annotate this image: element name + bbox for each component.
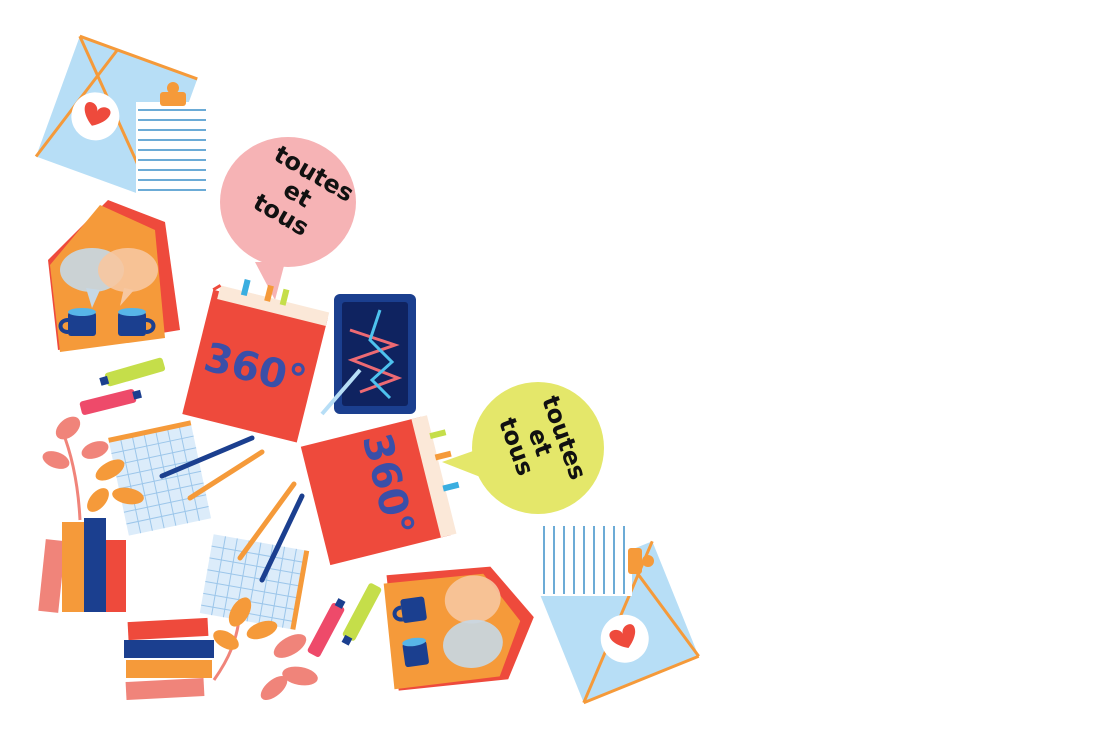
marker-icon [79, 389, 142, 415]
tablet-icon [320, 294, 416, 416]
pencil-icon [237, 481, 297, 561]
marker-icon [341, 583, 382, 646]
marker-icon [307, 598, 346, 657]
mug-icon [118, 308, 156, 336]
book-stack-icon [38, 518, 126, 613]
pencil-icon [259, 493, 305, 583]
plant-icon [212, 597, 318, 700]
pencil-icon [187, 449, 265, 501]
mug-icon [58, 308, 96, 336]
clipboard-icon [136, 82, 208, 200]
book-stack-icon [124, 617, 214, 701]
marker-icon [99, 357, 166, 387]
clipboard-icon [536, 524, 654, 596]
mug-icon [402, 637, 429, 668]
mug-icon [392, 596, 427, 623]
heart-icon [600, 614, 649, 663]
book-icon-top: 360° [182, 279, 330, 443]
heart-icon [71, 92, 120, 141]
house-icon-left [48, 200, 180, 352]
grid-notebook-icon [108, 420, 212, 536]
house-icon-right [383, 566, 534, 691]
book-icon-middle: 360° [300, 415, 460, 566]
plant-icon [42, 416, 144, 521]
speech-bubble-icon: toutes et tous [442, 382, 604, 514]
speech-bubble-icon: toutes et tous [220, 137, 359, 300]
grid-notebook-icon [199, 534, 310, 630]
pencil-icon [159, 435, 255, 479]
